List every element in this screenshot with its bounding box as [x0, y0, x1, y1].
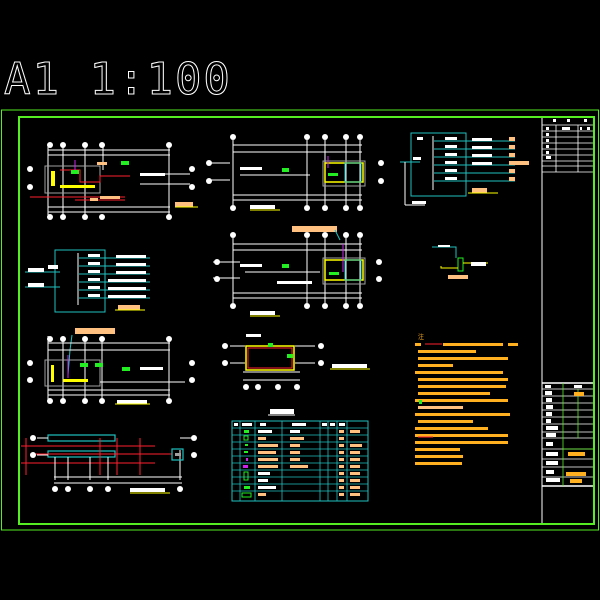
revision-table [542, 124, 593, 173]
plan-3-caption [250, 311, 275, 315]
legend-table [231, 409, 369, 502]
floor-plan-top-left [27, 142, 198, 220]
plan-2-caption [250, 205, 275, 209]
outer-border [1, 109, 599, 531]
roof-plan-bottom-left [21, 434, 197, 494]
small-room-plan [222, 334, 370, 390]
notes-heading: 注 [418, 333, 424, 341]
plan-6-caption [332, 364, 367, 368]
diagram-left-caption [118, 305, 140, 310]
plan-4-caption [117, 400, 147, 404]
grounding-detail [432, 245, 488, 279]
design-notes: 注 [415, 333, 518, 465]
inner-border [18, 116, 595, 525]
legend-table-title [270, 409, 294, 414]
floor-plan-middle-left [27, 328, 195, 405]
floor-plan-top-center [206, 134, 384, 211]
title-block [541, 118, 593, 523]
distribution-panel-diagram-left [25, 249, 150, 313]
distribution-panel-diagram-right [400, 132, 529, 206]
plan-1-caption [175, 202, 193, 207]
floor-plan-middle-center [213, 226, 382, 317]
roof-plan-caption [130, 488, 165, 492]
info-table [542, 382, 593, 487]
sheet-scale-title: A1 1:100 [4, 54, 232, 105]
